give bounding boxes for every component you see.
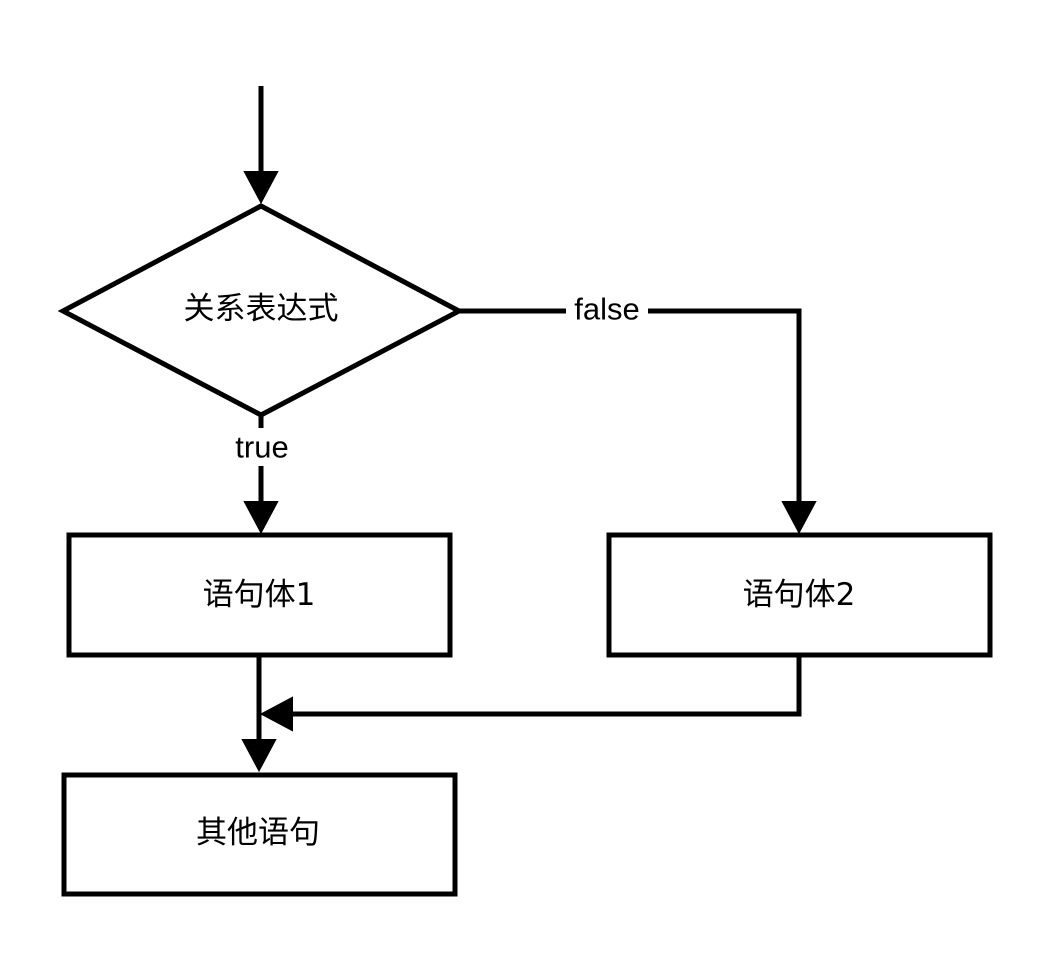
body2-node: 语句体2 bbox=[606, 532, 993, 658]
body1-to-other-arrowhead bbox=[241, 739, 277, 773]
body1-node: 语句体1 bbox=[66, 532, 453, 658]
other-label: 其他语句 bbox=[196, 815, 320, 851]
true-edge-label: true bbox=[235, 430, 288, 465]
condition-node: 关系表达式 bbox=[57, 203, 465, 418]
condition-label: 关系表达式 bbox=[184, 291, 339, 327]
body2-box bbox=[606, 532, 993, 658]
body2-merge-edge bbox=[259, 655, 802, 732]
body1-box bbox=[66, 532, 453, 658]
body2-merge-arrowhead bbox=[259, 696, 293, 732]
entry-edge bbox=[243, 86, 279, 205]
entry-arrowhead bbox=[243, 171, 279, 205]
true-edge: true bbox=[226, 415, 296, 535]
body2-label: 语句体2 bbox=[743, 577, 856, 613]
false-edge: false bbox=[459, 292, 817, 535]
true-arrowhead bbox=[243, 501, 279, 535]
other-node: 其他语句 bbox=[61, 772, 458, 897]
body1-to-other-edge bbox=[241, 655, 277, 773]
false-arrowhead bbox=[781, 501, 817, 535]
body1-label: 语句体1 bbox=[203, 577, 316, 613]
false-edge-label: false bbox=[574, 292, 639, 327]
other-box bbox=[61, 772, 458, 897]
